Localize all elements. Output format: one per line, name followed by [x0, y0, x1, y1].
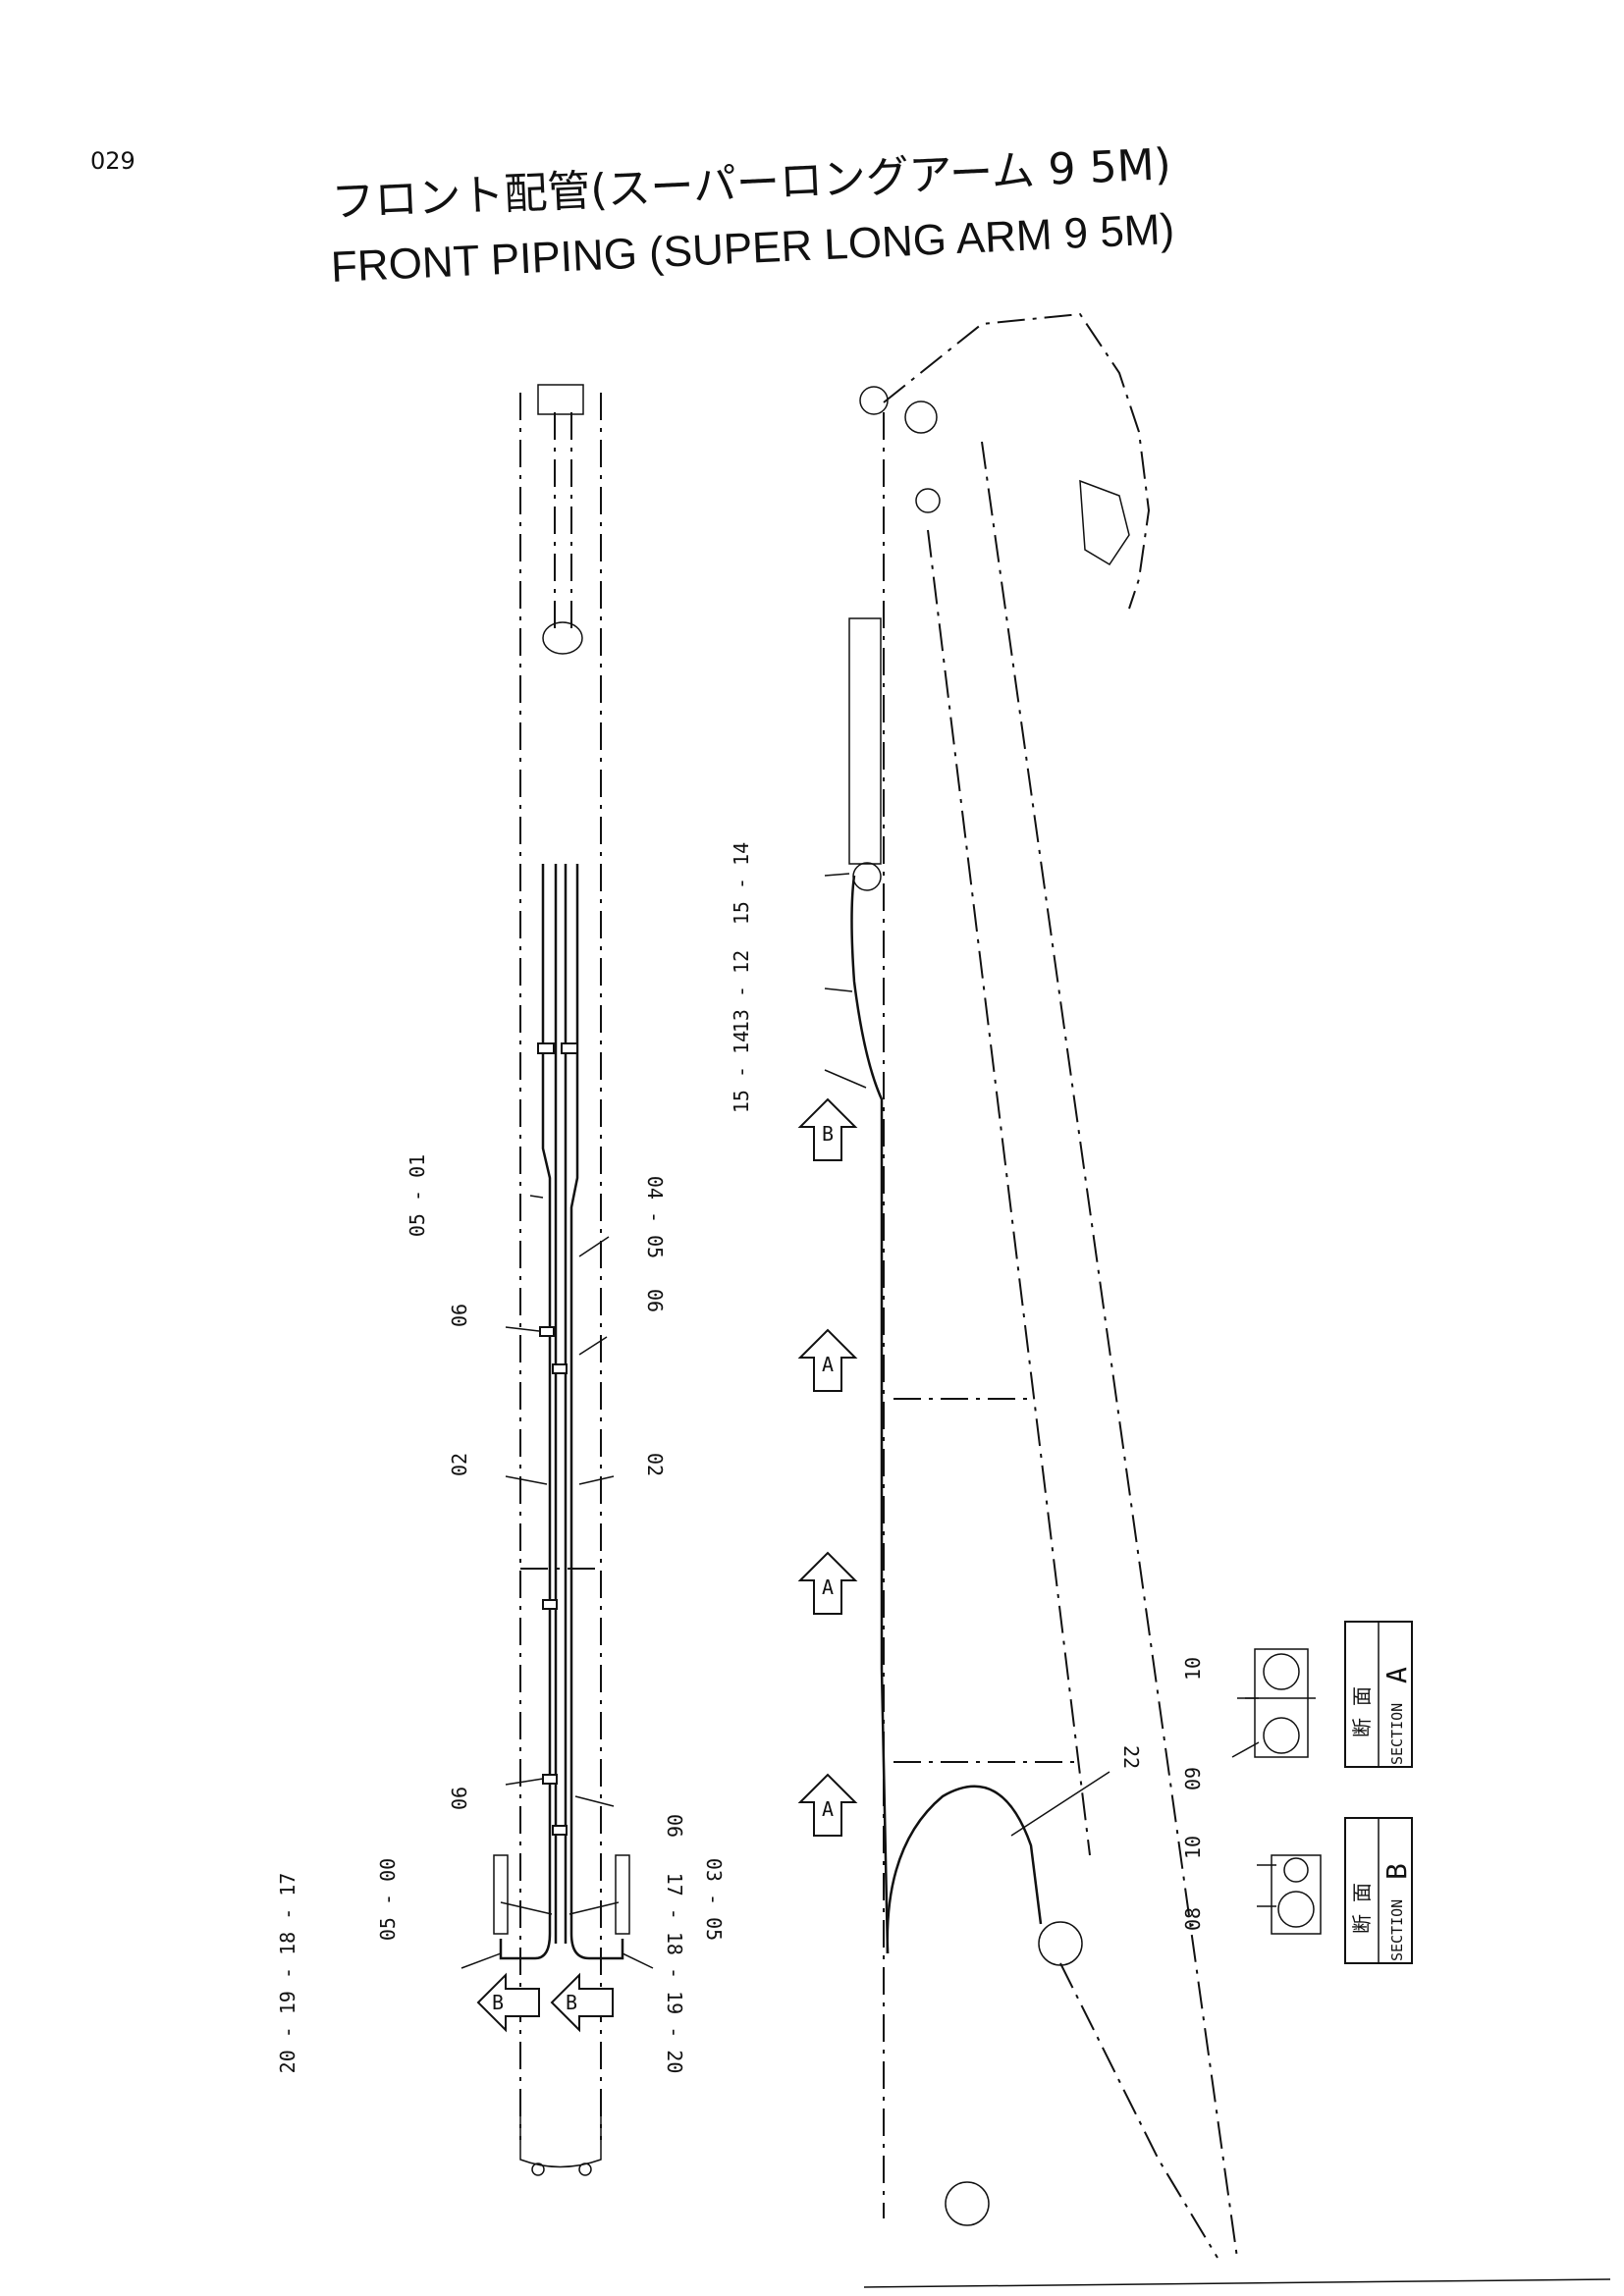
- leader-03-05: [568, 1901, 620, 1915]
- callout-15-14-top: 15 - 14: [730, 842, 753, 925]
- hose-clamp-1: [537, 1042, 555, 1054]
- section-a-en: SECTION: [1388, 1703, 1406, 1765]
- arm-bottom-foot-left: [531, 2163, 545, 2176]
- arm-cylinder-pin-side: [852, 862, 882, 891]
- hose-clamp-5: [542, 1599, 558, 1610]
- section-b-en: SECTION: [1388, 1899, 1406, 1961]
- arm-bottom-foot-right: [578, 2163, 592, 2176]
- arm-side-right-edge: [927, 529, 1091, 1856]
- hose-clamp-3: [539, 1326, 555, 1337]
- boom-joint-pin: [1038, 1921, 1083, 1966]
- leader-06-a: [505, 1326, 540, 1332]
- callout-04-05: 04 - 05: [643, 1176, 667, 1258]
- arrow-marker-b-right: B: [550, 1972, 614, 2033]
- leader-17-20: [622, 1952, 654, 1969]
- svg-text:A: A: [822, 1797, 834, 1821]
- leader-20-17: [460, 1952, 502, 1969]
- callout-10-b: 10: [1181, 1836, 1205, 1859]
- svg-text:A: A: [822, 1353, 834, 1376]
- bucket-link-pin: [859, 386, 889, 415]
- bucket-tooth: [1079, 479, 1130, 566]
- boom-outline: [981, 441, 1238, 2259]
- leader-06-d: [574, 1795, 615, 1807]
- callout-02-a: 02: [448, 1453, 471, 1476]
- end-fitting-left: [493, 1854, 509, 1935]
- leader-05-00: [500, 1901, 553, 1915]
- leader-09: [1231, 1741, 1260, 1758]
- section-b-detail: 10 08 断 面 SECTION B: [1181, 1817, 1413, 1964]
- side-hose-line: [850, 875, 890, 1954]
- arrow-marker-b-side: B: [797, 1097, 858, 1161]
- boom-lower-outline: [1059, 1962, 1218, 2259]
- callout-02-b: 02: [643, 1453, 667, 1476]
- callout-17-18-19-20: 17 - 18 - 19 - 20: [663, 1873, 686, 2074]
- leader-06-b: [578, 1336, 608, 1356]
- arrow-marker-a-1: A: [797, 1328, 858, 1392]
- leader-22: [1010, 1771, 1110, 1837]
- section-b-hose-bottom: [1277, 1891, 1315, 1928]
- hose-clamp-7: [552, 1825, 568, 1836]
- link-pin: [915, 488, 941, 513]
- callout-06-b: 06: [643, 1289, 667, 1312]
- callout-22: 22: [1119, 1745, 1143, 1769]
- callout-20-19-18-17: 20 - 19 - 18 - 17: [276, 1873, 299, 2074]
- loop-hose: [886, 1785, 1043, 1954]
- hose-clamp-6: [542, 1774, 558, 1785]
- callout-08: 08: [1181, 1907, 1205, 1931]
- section-a-hose-top: [1263, 1653, 1300, 1690]
- section-b-jp: 断 面: [1350, 1883, 1374, 1934]
- svg-text:A: A: [822, 1575, 834, 1599]
- boom-foot-pin: [945, 2181, 990, 2226]
- callout-06-c: 06: [448, 1787, 471, 1810]
- callout-05-00: 05 - 00: [376, 1858, 400, 1941]
- leader-05-01: [529, 1195, 544, 1199]
- arm-top-view: 05 - 01 04 - 05 06 06 02 02 06 06 05 - 0…: [276, 384, 726, 2176]
- bucket-pin: [904, 400, 938, 434]
- arm-top-end: [537, 384, 584, 415]
- leader-02-a: [505, 1475, 548, 1485]
- svg-text:B: B: [566, 1991, 577, 2014]
- arm-cylinder: [848, 617, 882, 865]
- callout-05-01: 05 - 01: [406, 1154, 429, 1237]
- section-a-jp: 断 面: [1350, 1686, 1374, 1737]
- page-number: 029: [90, 147, 135, 175]
- hose-line-a: [499, 864, 552, 1960]
- section-b-bracket: [1271, 1854, 1322, 1935]
- arm-cylinder-pin: [542, 621, 583, 655]
- section-a-bracket: [1254, 1648, 1309, 1758]
- end-fitting-right: [615, 1854, 630, 1935]
- arrow-marker-a-2: A: [797, 1551, 858, 1615]
- section-a-detail: 10 09 断 面 SECTION A: [1181, 1621, 1413, 1790]
- bucket-outline: [883, 312, 1151, 610]
- section-b-hose-top: [1283, 1857, 1309, 1883]
- callout-06-a: 06: [448, 1304, 471, 1327]
- callout-15-14-bottom: 15 - 14: [730, 1031, 753, 1113]
- callout-03-05: 03 - 05: [702, 1858, 726, 1941]
- leader-06-c: [505, 1778, 544, 1786]
- section-a-hose-bottom: [1263, 1717, 1300, 1754]
- leader-13-12: [824, 988, 853, 992]
- callout-09: 09: [1181, 1767, 1205, 1790]
- svg-text:B: B: [492, 1991, 504, 2014]
- leader-15-14-top: [824, 873, 850, 877]
- callout-13-12: 13 - 12: [730, 950, 753, 1033]
- section-b-letter: B: [1380, 1863, 1413, 1880]
- arrow-marker-a-3: A: [797, 1773, 858, 1837]
- callout-10-a: 10: [1181, 1657, 1205, 1681]
- arrow-marker-b-left: B: [476, 1972, 540, 2033]
- arm-side-view: 15 - 14 13 - 12 15 - 14 22 B A A A: [730, 312, 1238, 2259]
- hose-line-d: [569, 864, 624, 1960]
- leader-02-b: [578, 1475, 615, 1485]
- callout-06-d: 06: [663, 1814, 686, 1838]
- svg-text:B: B: [822, 1122, 834, 1146]
- arm-bottom-end: [519, 2110, 602, 2168]
- leader-15-14-bottom: [824, 1069, 867, 1089]
- hose-clamp-4: [552, 1363, 568, 1374]
- hose-clamp-2: [561, 1042, 578, 1054]
- leader-04-05: [578, 1236, 610, 1257]
- page-bottom-rule: [863, 2278, 1611, 2288]
- section-a-letter: A: [1380, 1667, 1413, 1683]
